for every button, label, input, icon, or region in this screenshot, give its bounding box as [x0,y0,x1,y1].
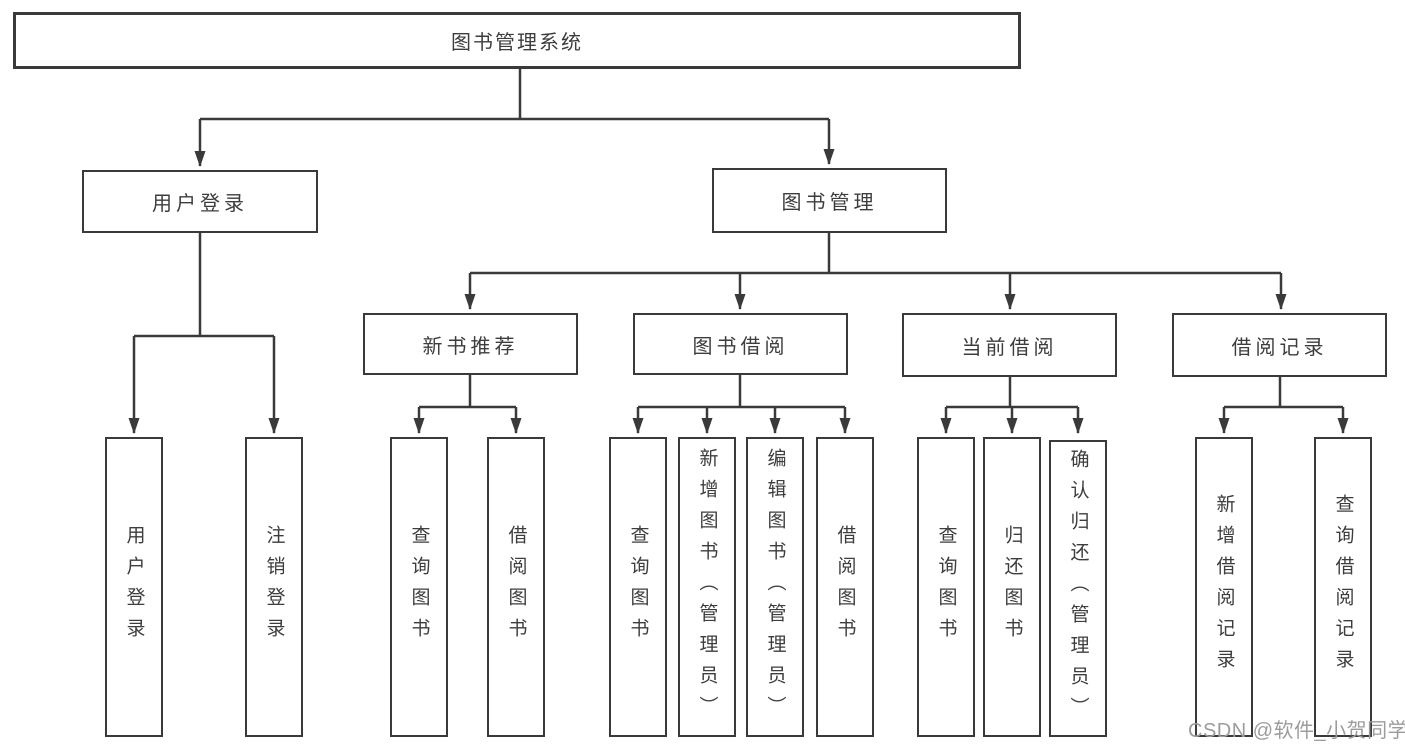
leaf-label: 借阅图书 [834,525,856,649]
leaf-borrow-books: 借阅图书 [816,437,874,737]
csdn-watermark: CSDN @软件_小贺同学 [1188,720,1405,742]
leaf-label: 查询图书 [408,525,430,649]
leaf-label: 新增借阅记录 [1213,494,1235,680]
leaf-query-books-borrow: 查询图书 [609,437,667,737]
leaf-return-book: 归还图书 [983,437,1041,737]
leaf-label: 编辑图书（管理员） [764,447,786,727]
node-user-login: 用户登录 [82,170,318,233]
leaf-label: 查询图书 [935,525,957,649]
leaf-query-books-current: 查询图书 [917,437,975,737]
leaf-label: 注销登录 [263,525,285,649]
leaf-label: 新增图书（管理员） [696,447,718,727]
leaf-edit-book-admin: 编辑图书（管理员） [746,437,804,737]
leaf-label: 用户登录 [123,525,145,649]
leaf-logout: 注销登录 [245,437,303,737]
leaf-user-login: 用户登录 [105,437,163,737]
leaf-query-books-recommend: 查询图书 [390,437,448,737]
leaf-label: 查询借阅记录 [1332,494,1354,680]
node-library-management-system: 图书管理系统 [13,12,1021,69]
node-new-book-recommend: 新书推荐 [363,313,578,375]
leaf-query-borrow-record: 查询借阅记录 [1314,437,1372,737]
leaf-confirm-return-admin: 确认归还（管理员） [1049,440,1107,737]
node-book-management: 图书管理 [712,168,947,233]
leaf-label: 确认归还（管理员） [1067,449,1089,728]
node-book-borrow: 图书借阅 [633,313,848,375]
leaf-borrow-books-recommend: 借阅图书 [487,437,545,737]
node-borrow-records: 借阅记录 [1172,313,1387,377]
node-current-borrow: 当前借阅 [902,313,1117,377]
leaf-label: 归还图书 [1001,525,1023,649]
leaf-label: 查询图书 [627,525,649,649]
leaf-label: 借阅图书 [505,525,527,649]
leaf-add-book-admin: 新增图书（管理员） [678,437,736,737]
leaf-add-borrow-record: 新增借阅记录 [1195,437,1253,737]
